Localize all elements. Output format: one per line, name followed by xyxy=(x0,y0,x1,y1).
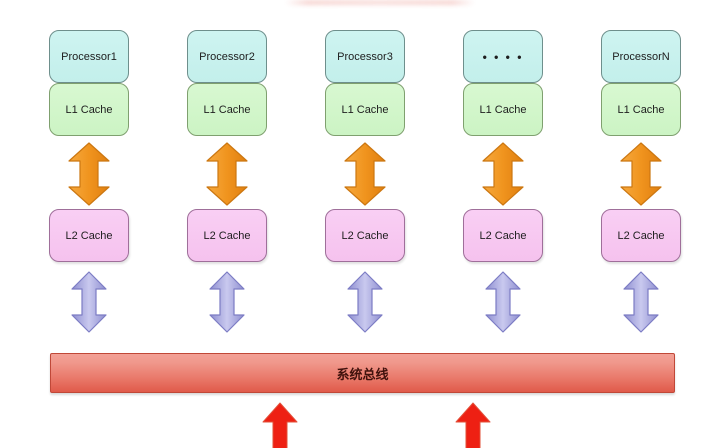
l2-bus-double-arrow-icon xyxy=(623,271,659,333)
l1-cache-label: L1 Cache xyxy=(203,103,251,116)
l1-l2-double-arrow-icon xyxy=(344,142,386,206)
processor-column-ellipsis: • • • • L1 Cache L2 Cache xyxy=(463,0,543,448)
processor-box: Processor3 xyxy=(325,30,405,83)
l1-l2-double-arrow-icon xyxy=(482,142,524,206)
l2-cache-box: L2 Cache xyxy=(601,209,681,262)
processor-box: Processor1 xyxy=(49,30,129,83)
processor-label: ProcessorN xyxy=(612,50,670,63)
l2-cache-label: L2 Cache xyxy=(617,229,665,242)
l2-cache-box: L2 Cache xyxy=(325,209,405,262)
l1-l2-double-arrow-icon xyxy=(68,142,110,206)
l1-cache-label: L1 Cache xyxy=(617,103,665,116)
processor-column-1: Processor1 L1 Cache L2 Cache xyxy=(49,0,129,448)
l1-l2-double-arrow-icon xyxy=(206,142,248,206)
processor-column-2: Processor2 L1 Cache L2 Cache xyxy=(187,0,267,448)
ellipsis-dots-label: • • • • xyxy=(482,49,524,64)
l2-bus-double-arrow-icon xyxy=(209,271,245,333)
l1-cache-box: L1 Cache xyxy=(187,83,267,136)
l1-cache-box: L1 Cache xyxy=(463,83,543,136)
processor-label: Processor1 xyxy=(61,50,117,63)
bus-external-double-arrow-icon xyxy=(262,402,298,448)
processor-label: Processor3 xyxy=(337,50,393,63)
system-bus-label: 系统总线 xyxy=(336,366,389,382)
l2-cache-box: L2 Cache xyxy=(187,209,267,262)
l2-cache-box: L2 Cache xyxy=(49,209,129,262)
l1-cache-box: L1 Cache xyxy=(325,83,405,136)
l2-bus-double-arrow-icon xyxy=(485,271,521,333)
l1-cache-label: L1 Cache xyxy=(479,103,527,116)
cropped-title-remnant xyxy=(285,0,475,5)
l2-bus-double-arrow-icon xyxy=(71,271,107,333)
processor-box: • • • • xyxy=(463,30,543,83)
l2-cache-box: L2 Cache xyxy=(463,209,543,262)
l2-cache-label: L2 Cache xyxy=(479,229,527,242)
l2-bus-double-arrow-icon xyxy=(347,271,383,333)
l1-l2-double-arrow-icon xyxy=(620,142,662,206)
l1-cache-box: L1 Cache xyxy=(49,83,129,136)
l2-cache-label: L2 Cache xyxy=(65,229,113,242)
bus-external-double-arrow-icon xyxy=(455,402,491,448)
l2-cache-label: L2 Cache xyxy=(341,229,389,242)
processor-box: Processor2 xyxy=(187,30,267,83)
l1-cache-label: L1 Cache xyxy=(65,103,113,116)
system-bus-bar: 系统总线 xyxy=(50,353,675,393)
processor-column-n: ProcessorN L1 Cache L2 Cache xyxy=(601,0,681,448)
processor-label: Processor2 xyxy=(199,50,255,63)
l1-cache-label: L1 Cache xyxy=(341,103,389,116)
processor-column-3: Processor3 L1 Cache L2 Cache xyxy=(325,0,405,448)
l2-cache-label: L2 Cache xyxy=(203,229,251,242)
l1-cache-box: L1 Cache xyxy=(601,83,681,136)
processor-box: ProcessorN xyxy=(601,30,681,83)
